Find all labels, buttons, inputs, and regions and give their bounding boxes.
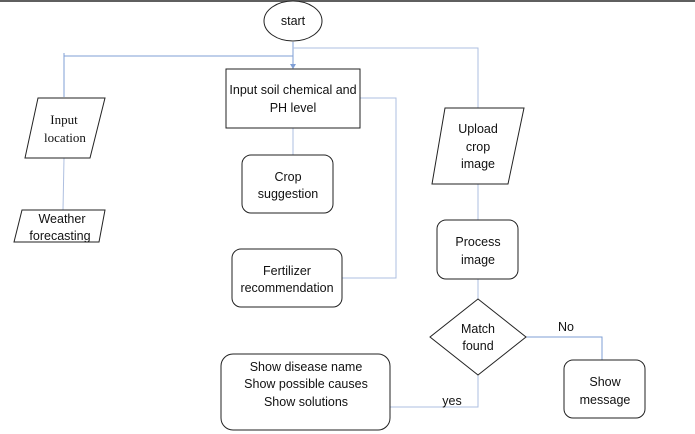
upload-line-1: Upload <box>458 122 498 136</box>
connector-soil-fertilizer <box>342 97 397 279</box>
match-line-1: Match <box>461 322 495 336</box>
show-message-line-2: message <box>580 393 631 407</box>
show-disease-line-2: Show possible causes <box>244 377 368 391</box>
upload-line-3: image <box>461 157 495 171</box>
input-location-line-2: location <box>44 130 86 145</box>
node-show-disease[interactable]: Show disease name Show possible causes S… <box>220 353 391 431</box>
node-show-message[interactable]: Show message <box>563 359 646 419</box>
input-soil-line-1: Input soil chemical and <box>229 83 356 97</box>
node-process-image[interactable]: Process image <box>436 219 519 280</box>
node-crop-suggestion[interactable]: Crop suggestion <box>241 154 334 214</box>
connector-no-branch <box>526 336 603 360</box>
connector-to-upload <box>293 47 479 108</box>
edge-label-no: No <box>558 320 574 334</box>
connectors <box>62 42 603 408</box>
node-input-soil[interactable]: Input soil chemical and PH level <box>225 68 361 129</box>
connector-yes-branch <box>390 375 479 408</box>
input-soil-line-2: PH level <box>270 101 317 115</box>
start-label: start <box>281 14 306 28</box>
fertilizer-line-2: recommendation <box>240 281 333 295</box>
node-match-found[interactable]: Match found <box>429 298 527 376</box>
input-location-line-1: Input <box>50 112 78 127</box>
node-upload-crop-image[interactable]: Upload crop image <box>431 107 525 185</box>
connector-location-weather <box>62 157 65 211</box>
show-disease-line-3: Show solutions <box>264 395 348 409</box>
fertilizer-line-1: Fertilizer <box>263 264 311 278</box>
node-fertilizer-recommendation[interactable]: Fertilizer recommendation <box>231 248 343 308</box>
weather-line-2: forecasting <box>29 229 90 243</box>
crop-suggestion-line-2: suggestion <box>258 187 319 201</box>
node-start[interactable]: start <box>263 0 323 42</box>
top-border <box>0 0 695 2</box>
arrowhead-icon <box>290 64 296 69</box>
process-line-2: image <box>461 253 495 267</box>
show-disease-line-1: Show disease name <box>250 360 363 374</box>
crop-suggestion-line-1: Crop <box>274 170 301 184</box>
node-input-location[interactable]: Input location <box>24 97 106 159</box>
weather-line-1: Weather <box>38 212 85 226</box>
process-line-1: Process <box>455 235 500 249</box>
edge-label-yes: yes <box>442 394 461 408</box>
show-message-line-1: Show <box>589 375 621 389</box>
upload-line-2: crop <box>466 140 490 154</box>
match-line-2: found <box>462 339 493 353</box>
node-weather-forecasting[interactable]: Weather forecasting <box>13 209 106 243</box>
